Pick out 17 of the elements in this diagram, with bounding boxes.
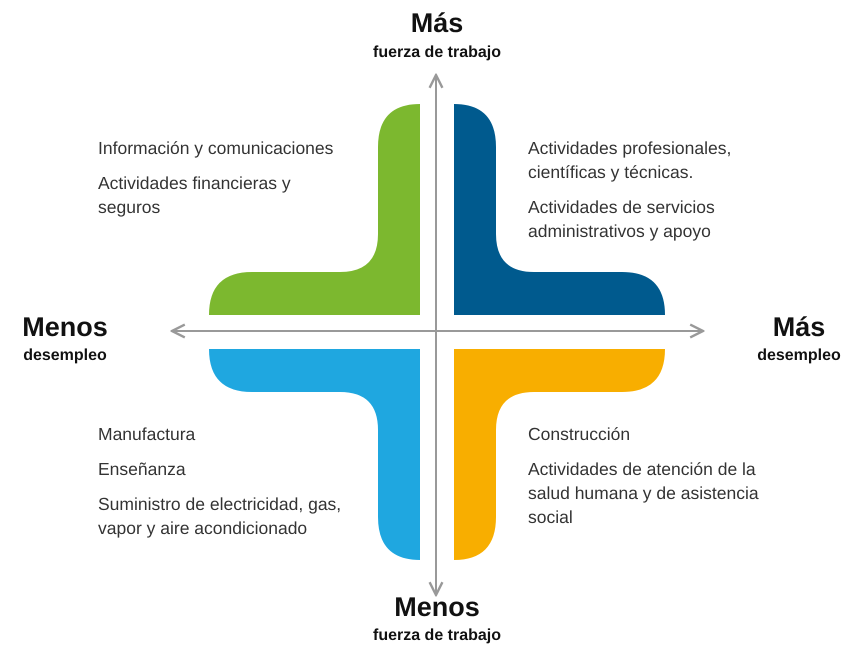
axis-title: Menos xyxy=(22,312,108,342)
axis-title: Más xyxy=(410,8,464,38)
sector-text: Actividades profesionales, científicas y técnicas. xyxy=(528,137,732,184)
axis-subtitle: fuerza de trabajo xyxy=(372,626,502,646)
sector-text: Actividades de servicios administrativos y apoyo xyxy=(528,196,716,243)
sector-text: Actividades financieras y seguros xyxy=(98,172,292,219)
sector-text: Construcción xyxy=(528,423,632,446)
axis-subtitle: fuerza de trabajo xyxy=(372,43,502,63)
sector-text: Actividades de atención de la salud humana y de asistencia social xyxy=(528,458,760,529)
axis-subtitle: desempleo xyxy=(23,346,107,366)
axis-subtitle: desempleo xyxy=(757,346,841,366)
axis-title: Más xyxy=(772,312,826,342)
sector-text: Suministro de electricidad, gas, vapor y aire acondicionado xyxy=(98,493,342,540)
sector-text: Enseñanza xyxy=(98,458,187,481)
axis-title: Menos xyxy=(394,592,480,622)
sector-text: Información y comunicaciones xyxy=(98,137,334,160)
sector-text: Manufactura xyxy=(98,423,196,446)
